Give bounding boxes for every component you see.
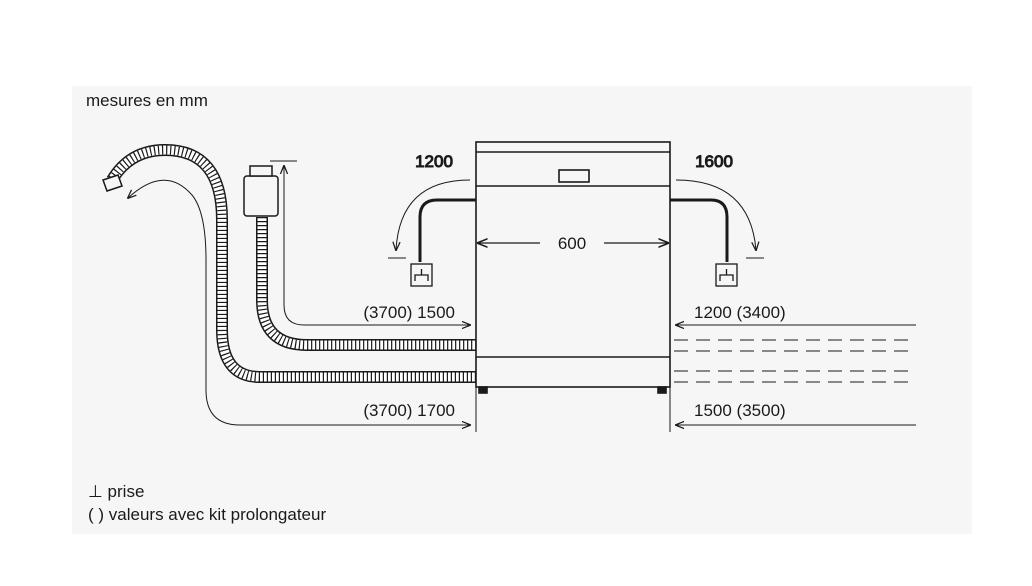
units-title: mesures en mm [86, 91, 208, 110]
hose-extension-lines [674, 339, 916, 383]
dishwasher-icon [475, 141, 671, 394]
left-upper-label: (3700) 1500 [363, 303, 455, 322]
socket-icon [715, 263, 738, 287]
right-upper-label: 1200 (3400) [694, 303, 786, 322]
right-lower-label: 1500 (3500) [694, 401, 786, 420]
legend-socket: ⊥ prise [88, 482, 144, 502]
reference-lines [475, 387, 671, 432]
width-label: 600 [558, 234, 586, 253]
right-power-cable: 1600 [670, 152, 764, 262]
socket-legend-icon: ⊥ [88, 482, 103, 501]
width-dimension: 600 [478, 234, 668, 253]
brackets-legend-label: ( ) valeurs avec kit prolongateur [88, 505, 327, 524]
socket-legend-label: prise [107, 482, 145, 501]
legend-brackets: ( ) valeurs avec kit prolongateur [88, 505, 326, 525]
right-top-label: 1600 [695, 152, 733, 171]
drain-length-dimension [128, 179, 470, 425]
socket-icon [410, 263, 433, 287]
left-lower-label: (3700) 1700 [363, 401, 455, 420]
left-power-cable: 1200 [388, 152, 476, 262]
left-top-label: 1200 [415, 152, 453, 171]
